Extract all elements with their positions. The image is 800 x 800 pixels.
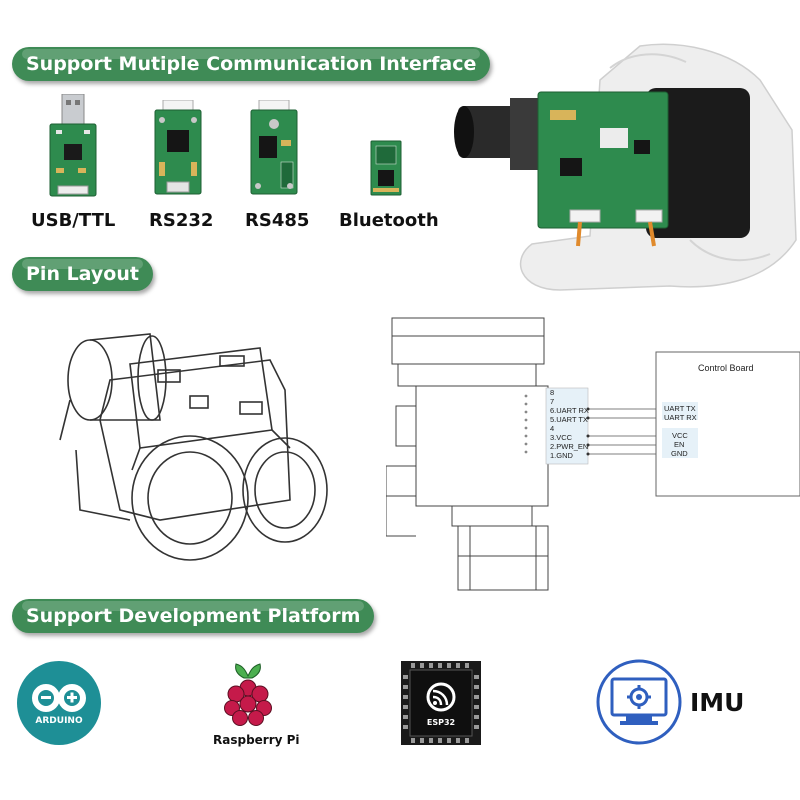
pin-label-3: 3.VCC xyxy=(550,433,573,442)
board-label-uart-rx: UART RX xyxy=(664,413,697,422)
usb-ttl-module-icon xyxy=(48,93,98,198)
raspberry-pi-logo xyxy=(218,660,278,730)
arduino-logo: ARDUINO xyxy=(16,660,102,746)
pin-label-4: 4 xyxy=(550,424,554,433)
arduino-label: ARDUINO xyxy=(35,716,83,726)
section-title-communication: Support Mutiple Communication Interface xyxy=(12,47,491,81)
section-title-pin-layout: Pin Layout xyxy=(12,257,153,291)
pin-label-5: 5.UART TX xyxy=(550,415,588,424)
esp32-label: ESP32 xyxy=(426,718,456,727)
pin-label-6: 6.UART RX xyxy=(550,406,589,415)
rs232-module-icon xyxy=(153,99,203,196)
imu-monitor-icon xyxy=(596,659,682,745)
device-line-drawing-image xyxy=(40,320,340,580)
board-label-gnd: GND xyxy=(671,449,688,458)
module-label-usb-ttl: USB/TTL xyxy=(31,210,116,231)
section-title-platform: Support Development Platform xyxy=(12,599,375,633)
rs485-module-icon xyxy=(249,99,299,196)
module-label-bluetooth: Bluetooth xyxy=(339,210,439,231)
imu-label: IMU xyxy=(690,688,745,717)
pin-label-1: 1.GND xyxy=(550,451,574,460)
board-label-vcc: VCC xyxy=(672,431,688,440)
rangefinder-photo-image xyxy=(440,40,800,300)
module-label-rs232: RS232 xyxy=(149,210,214,231)
pin-label-8: 8 xyxy=(550,388,554,397)
pin-label-2: 2.PWR_EN xyxy=(550,442,588,451)
pin-label-7: 7 xyxy=(550,397,554,406)
pin-diagram: 8 7 6.UART RX 5.UART TX 4 3.VCC 2.PWR_EN… xyxy=(385,316,800,600)
control-board-title: Control Board xyxy=(698,363,754,373)
board-label-en: EN xyxy=(674,440,684,449)
bluetooth-module-icon xyxy=(370,140,402,196)
module-label-rs485: RS485 xyxy=(245,210,310,231)
raspberry-pi-label: Raspberry Pi xyxy=(213,733,300,747)
esp32-chip-logo: ESP32 xyxy=(401,661,481,745)
board-label-uart-tx: UART TX xyxy=(664,404,696,413)
